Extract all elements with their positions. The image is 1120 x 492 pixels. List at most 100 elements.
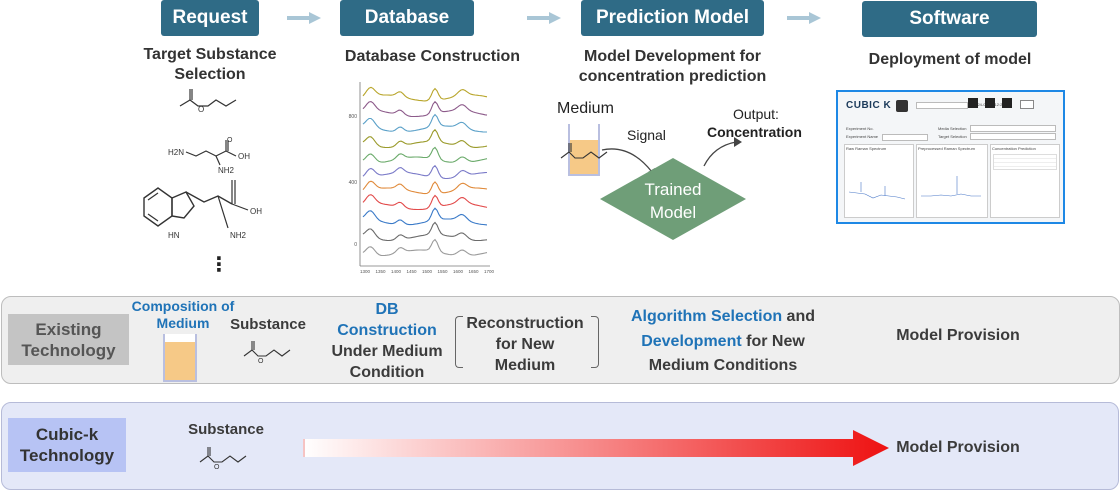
spectrum-line: [362, 180, 488, 195]
x-tick-label: 1650: [468, 269, 479, 274]
tryptophan-structure-icon: OH NH2 HN: [143, 180, 262, 240]
database-caption: Database Construction: [344, 48, 521, 65]
existing-oxygen-label: O: [258, 358, 264, 365]
exp-name-field[interactable]: [882, 134, 928, 141]
existing-medium-beaker: [163, 334, 197, 382]
cubic-substance-label: Substance: [188, 421, 264, 438]
prediction-caption: Model Development for concentration pred…: [578, 48, 767, 85]
db-construction-label: DB Construction: [337, 301, 437, 339]
output-label: Output:: [733, 106, 779, 122]
raw-spectrum-title: Raw Raman Spectrum: [846, 146, 887, 151]
cubic-ester-icon: O: [199, 447, 247, 471]
existing-model-provision: Model Provision: [896, 327, 1020, 344]
algorithm-line-3: Medium Conditions: [648, 357, 798, 374]
spectrum-line: [362, 128, 488, 149]
x-tick-label: 1550: [437, 269, 448, 274]
spectrum-line: [362, 194, 488, 211]
signal-label: Signal: [627, 127, 666, 143]
spectrum-line: [362, 238, 488, 257]
raw-spectrum-panel: Raw Raman Spectrum: [844, 144, 914, 218]
flow-arrow-icon: [787, 12, 821, 24]
flow-arrow-icon: [527, 12, 561, 24]
prediction-model-header: Prediction Model: [581, 0, 764, 36]
cubic-oxygen-label: O: [214, 464, 220, 471]
start-button[interactable]: [968, 98, 978, 108]
spectrum-line: [362, 164, 488, 180]
composition-of-medium-label: Composition of Medium: [131, 298, 235, 331]
svg-text:O: O: [227, 137, 233, 144]
h2n-label: H2N: [168, 148, 184, 157]
request-caption: Target Substance Selection: [143, 46, 277, 83]
x-tick-label: 1500: [422, 269, 433, 274]
output-arrow-icon: [703, 137, 742, 167]
nh2-label-2: NH2: [230, 231, 247, 240]
oh-label: OH: [238, 152, 250, 161]
spectrum-line: [362, 221, 488, 242]
open-button[interactable]: [896, 100, 908, 112]
hn-label: HN: [168, 231, 180, 240]
flow-arrow-icon: [287, 12, 321, 24]
target-sel-label: Target Selection: [938, 134, 967, 139]
algorithm-line-2: Development for New: [612, 331, 834, 352]
for-new-text: for New: [741, 333, 805, 350]
medium-label: Medium: [557, 100, 614, 117]
more-substances-icon: ⋮: [209, 254, 229, 276]
x-tick-label: 1300: [360, 269, 371, 274]
under-medium-condition-label: Under Medium Condition: [331, 343, 443, 381]
save-button[interactable]: [1002, 98, 1012, 108]
exp-no-label: Experiment No.: [846, 126, 874, 131]
path-field[interactable]: [916, 102, 968, 109]
oxygen-label: O: [198, 105, 204, 114]
ester-structure-icon: O: [179, 89, 237, 114]
existing-substance-label: Substance: [230, 316, 306, 333]
spectrum-line: [362, 100, 488, 118]
concentration-panel: Concentration Prediction: [990, 144, 1060, 218]
ester-in-medium-icon: [560, 143, 608, 159]
x-tick-label: 1350: [375, 269, 386, 274]
exp-name-label: Experiment Name: [846, 134, 879, 139]
preprocessed-spectrum-title: Preprocessed Raman Spectrum: [918, 146, 975, 151]
stop-button[interactable]: [985, 98, 995, 108]
request-header: Request: [161, 0, 259, 36]
development-text: Development: [641, 333, 742, 350]
concentration-title: Concentration Prediction: [992, 146, 1036, 151]
spectrum-line: [362, 207, 488, 226]
database-header: Database: [340, 0, 474, 36]
oh-label-2: OH: [250, 207, 262, 216]
output-value: Concentration: [707, 124, 802, 140]
y-tick-label: 0: [354, 242, 357, 248]
x-tick-label: 1400: [391, 269, 402, 274]
gradient-arrow-icon: [303, 430, 889, 466]
and-text: and: [782, 308, 815, 325]
trained-model-diamond: [600, 158, 746, 240]
clear-button[interactable]: [1020, 100, 1034, 109]
trained-model-label: Trained Model: [644, 180, 702, 222]
cubick-logo: CUBIC K: [846, 100, 892, 111]
x-tick-label: 1450: [406, 269, 417, 274]
nh2-label: NH2: [218, 166, 235, 175]
target-select[interactable]: [970, 133, 1056, 140]
algorithm-line-1: Algorithm Selection and: [612, 306, 834, 327]
reconstruction-label: Reconstruction for New Medium: [466, 315, 584, 374]
cubic-model-provision: Model Provision: [896, 439, 1020, 456]
spectrum-line: [362, 86, 488, 102]
bracket-left: [455, 316, 463, 368]
spectrum-line: [362, 113, 487, 133]
media-sel-label: Media Selection: [938, 126, 967, 131]
preprocessed-spectrum-panel: Preprocessed Raman Spectrum: [916, 144, 988, 218]
software-window: CUBIC K 2024-07-25 12:23:36 Experiment N…: [836, 90, 1065, 224]
spectrum-line: [362, 146, 488, 163]
x-tick-label: 1600: [453, 269, 464, 274]
x-tick-label: 1700: [484, 269, 495, 274]
software-caption: Deployment of model: [868, 51, 1032, 68]
software-header: Software: [862, 1, 1037, 37]
amino-acid-structure-icon: H2N O OH NH2: [168, 137, 250, 175]
algorithm-selection-text: Algorithm Selection: [630, 308, 783, 325]
existing-ester-icon: O: [243, 341, 291, 365]
existing-technology-tag: Existing Technology: [8, 314, 129, 365]
y-tick-label: 400: [349, 180, 358, 186]
media-select[interactable]: [970, 125, 1056, 132]
cubic-k-technology-tag: Cubic-k Technology: [8, 418, 126, 472]
bracket-right: [591, 316, 599, 368]
